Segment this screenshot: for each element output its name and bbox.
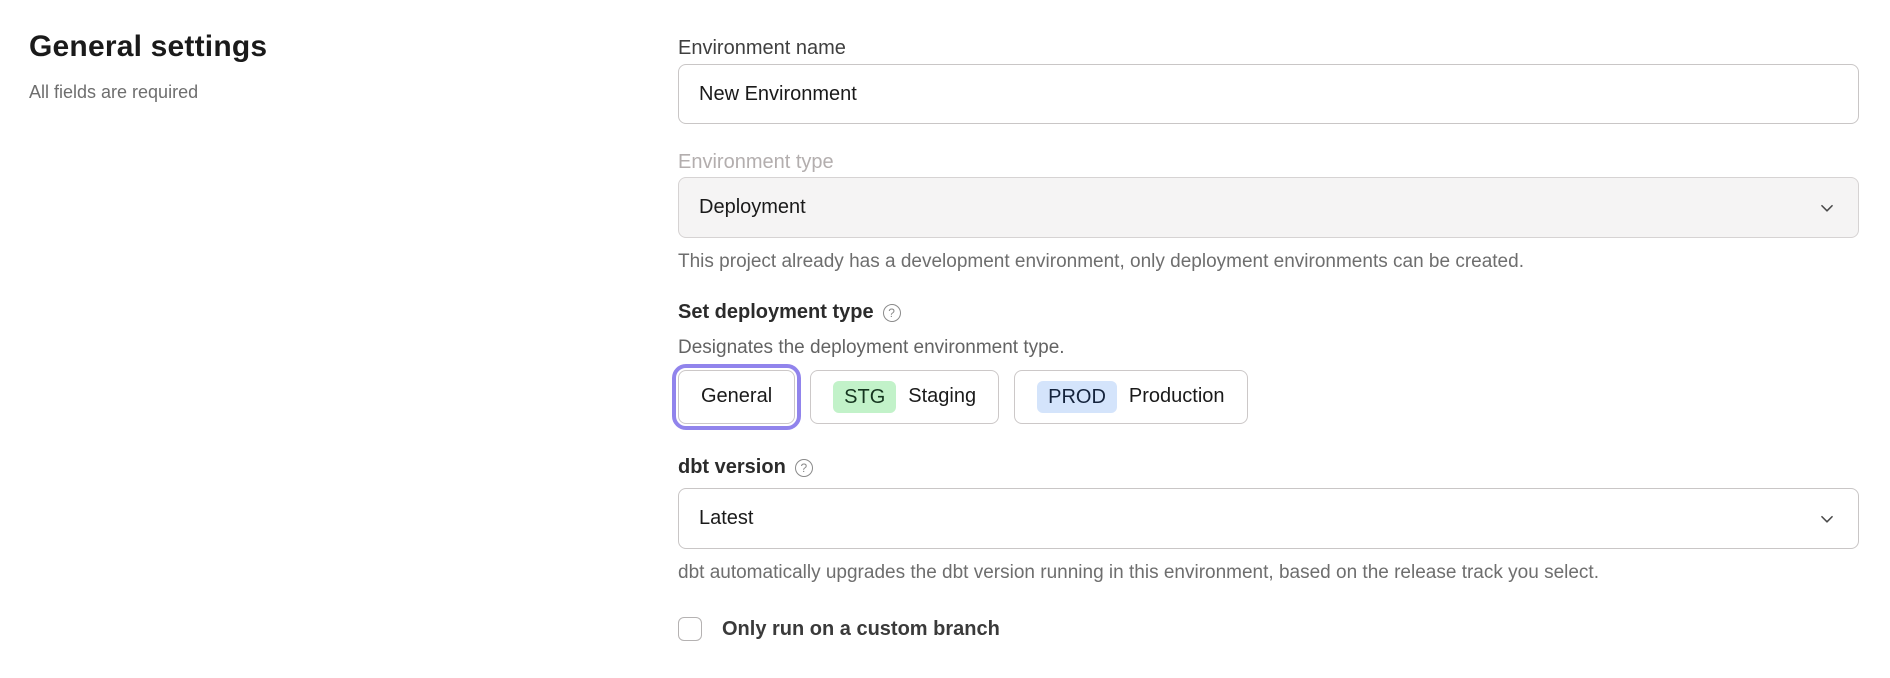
settings-header: General settings All fields are required (0, 0, 678, 641)
environment-type-select: Deployment (678, 177, 1859, 238)
chevron-down-icon (1818, 199, 1836, 217)
environment-type-label: Environment type (678, 151, 834, 173)
production-badge: PROD (1037, 380, 1117, 413)
custom-branch-row: Only run on a custom branch (678, 617, 1859, 641)
deployment-type-option-staging[interactable]: STG Staging (810, 369, 1000, 424)
general-settings-page: General settings All fields are required… (0, 0, 1859, 641)
environment-type-helper: This project already has a development e… (678, 251, 1524, 272)
help-icon[interactable]: ? (882, 303, 901, 322)
custom-branch-label[interactable]: Only run on a custom branch (722, 617, 1000, 640)
deployment-type-heading-text: Set deployment type (678, 301, 874, 323)
dbt-version-value: Latest (699, 507, 754, 529)
environment-name-input[interactable] (678, 64, 1859, 124)
staging-badge: STG (833, 380, 897, 413)
deployment-type-options: General STG Staging PROD Production (671, 363, 1859, 430)
option-staging-label: Staging (908, 385, 977, 407)
chevron-down-icon (1818, 510, 1836, 528)
environment-name-label: Environment name (678, 37, 846, 59)
help-icon[interactable]: ? (794, 458, 813, 477)
option-production-label: Production (1128, 385, 1225, 407)
deployment-type-description: Designates the deployment environment ty… (678, 337, 1065, 358)
page-subtitle: All fields are required (29, 82, 199, 102)
deployment-type-option-general[interactable]: General (671, 363, 802, 430)
environment-form: Environment name Environment type Deploy… (671, 0, 1859, 641)
deployment-type-option-production[interactable]: PROD Production (1014, 369, 1248, 424)
custom-branch-checkbox[interactable] (678, 617, 702, 641)
page-title: General settings (29, 30, 268, 63)
deployment-type-heading: Set deployment type ? (678, 300, 1859, 325)
option-general-label: General (701, 385, 773, 407)
dbt-version-heading-text: dbt version (678, 456, 786, 478)
dbt-version-heading: dbt version ? (678, 455, 1859, 480)
environment-type-value: Deployment (699, 196, 806, 218)
dbt-version-select[interactable]: Latest (678, 488, 1859, 549)
dbt-version-helper: dbt automatically upgrades the dbt versi… (678, 562, 1599, 583)
